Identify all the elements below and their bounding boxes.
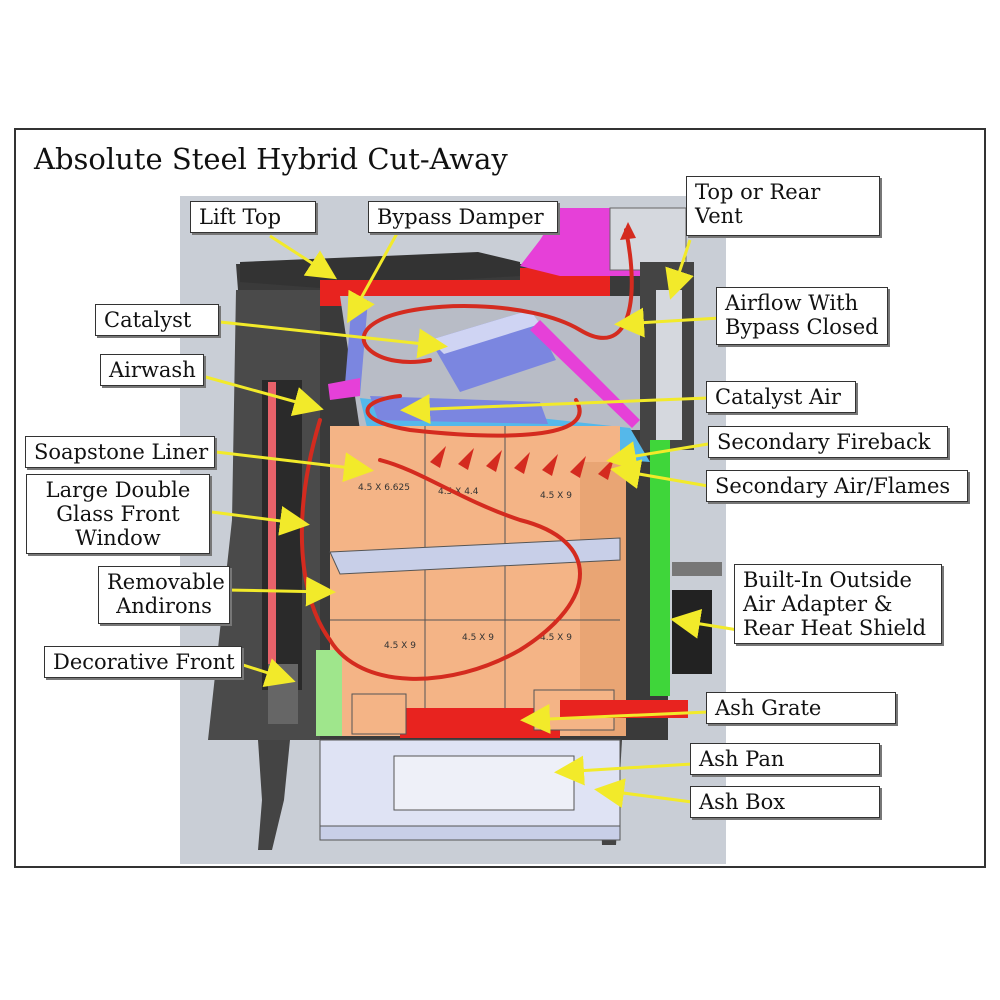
catalyst-top — [430, 310, 540, 354]
label-ash-box-text: Ash Box — [699, 790, 786, 814]
leader-lines — [201, 227, 739, 808]
green-heat-shield — [650, 440, 670, 696]
label-outside-air-adapter: Built-In Outside Air Adapter & Rear Heat… — [734, 564, 942, 644]
label-ash-grate: Ash Grate — [706, 692, 896, 724]
brick-stamp: 4.5 X 9 — [540, 633, 572, 643]
label-airflow-line1: Airflow With — [725, 291, 859, 315]
label-ash-grate-text: Ash Grate — [715, 696, 822, 720]
outside-air-pipe — [672, 562, 722, 576]
label-catalyst-text: Catalyst — [104, 308, 192, 332]
label-lift-top: Lift Top — [190, 201, 316, 233]
outside-air-adapter — [672, 590, 712, 674]
label-removable-andirons: Removable Andirons — [98, 566, 230, 624]
label-soapstone-liner-text: Soapstone Liner — [34, 440, 209, 464]
rear-panel-inner — [656, 290, 682, 440]
label-ash-pan: Ash Pan — [690, 743, 880, 775]
label-decorative-front-text: Decorative Front — [53, 650, 235, 674]
label-secondary-fireback: Secondary Fireback — [708, 426, 948, 458]
label-large-double-glass: Large Double Glass Front Window — [26, 474, 210, 554]
front-glass-red-edge — [268, 382, 276, 682]
label-soapstone-liner: Soapstone Liner — [25, 436, 215, 468]
stove-leg-left — [258, 740, 290, 850]
label-outside-air-line3: Rear Heat Shield — [743, 616, 927, 640]
label-catalyst: Catalyst — [95, 304, 219, 336]
label-secondary-fireback-text: Secondary Fireback — [717, 430, 931, 454]
label-airflow-bypass-closed: Airflow With Bypass Closed — [716, 287, 888, 345]
label-andirons-line2: Andirons — [116, 594, 212, 618]
label-catalyst-air: Catalyst Air — [706, 381, 856, 413]
label-airwash: Airwash — [100, 354, 204, 386]
label-outside-air-line1: Built-In Outside — [743, 568, 912, 592]
andirons-bar — [329, 537, 621, 575]
label-lift-top-text: Lift Top — [199, 205, 282, 229]
brick-stamp: 4.5 X 9 — [540, 491, 572, 501]
label-decorative-front: Decorative Front — [44, 646, 242, 678]
label-secondary-air-flames: Secondary Air/Flames — [706, 470, 968, 502]
label-bypass-damper-text: Bypass Damper — [377, 205, 544, 229]
label-top-rear-vent-line2: Vent — [695, 204, 743, 228]
ash-pan — [393, 755, 575, 811]
ash-box-floor — [319, 825, 621, 841]
secondary-flames — [430, 446, 614, 480]
airwash-magenta — [328, 378, 360, 400]
soapstone-liner — [330, 426, 620, 736]
label-airwash-text: Airwash — [109, 358, 196, 382]
green-front-trim — [316, 650, 342, 736]
brick-stamp: 4.5 X 9 — [384, 641, 416, 651]
brick-stamp: 4.5 X 9 — [462, 633, 494, 643]
label-large-glass-line3: Window — [75, 526, 161, 550]
bypass-damper-plate — [344, 300, 368, 396]
label-large-glass-line1: Large Double — [45, 478, 191, 502]
page-title: Absolute Steel Hybrid Cut-Away — [34, 142, 508, 176]
label-bypass-damper: Bypass Damper — [368, 201, 558, 233]
label-outside-air-line2: Air Adapter & — [743, 592, 893, 616]
label-top-rear-vent: Top or Rear Vent — [686, 176, 880, 236]
label-large-glass-line2: Glass Front — [56, 502, 180, 526]
label-catalyst-air-text: Catalyst Air — [715, 385, 841, 409]
catalyst-body — [430, 310, 556, 392]
label-andirons-line1: Removable — [107, 570, 225, 594]
brick-stamp: 4.5 X 6.625 — [358, 483, 410, 493]
label-ash-box: Ash Box — [690, 786, 880, 818]
label-secondary-air-text: Secondary Air/Flames — [715, 474, 951, 498]
label-ash-pan-text: Ash Pan — [699, 747, 785, 771]
label-top-rear-vent-line1: Top or Rear — [695, 180, 821, 204]
ash-grate-left-block — [351, 693, 407, 735]
label-airflow-line2: Bypass Closed — [725, 315, 879, 339]
airflow-arrowhead — [620, 222, 636, 240]
